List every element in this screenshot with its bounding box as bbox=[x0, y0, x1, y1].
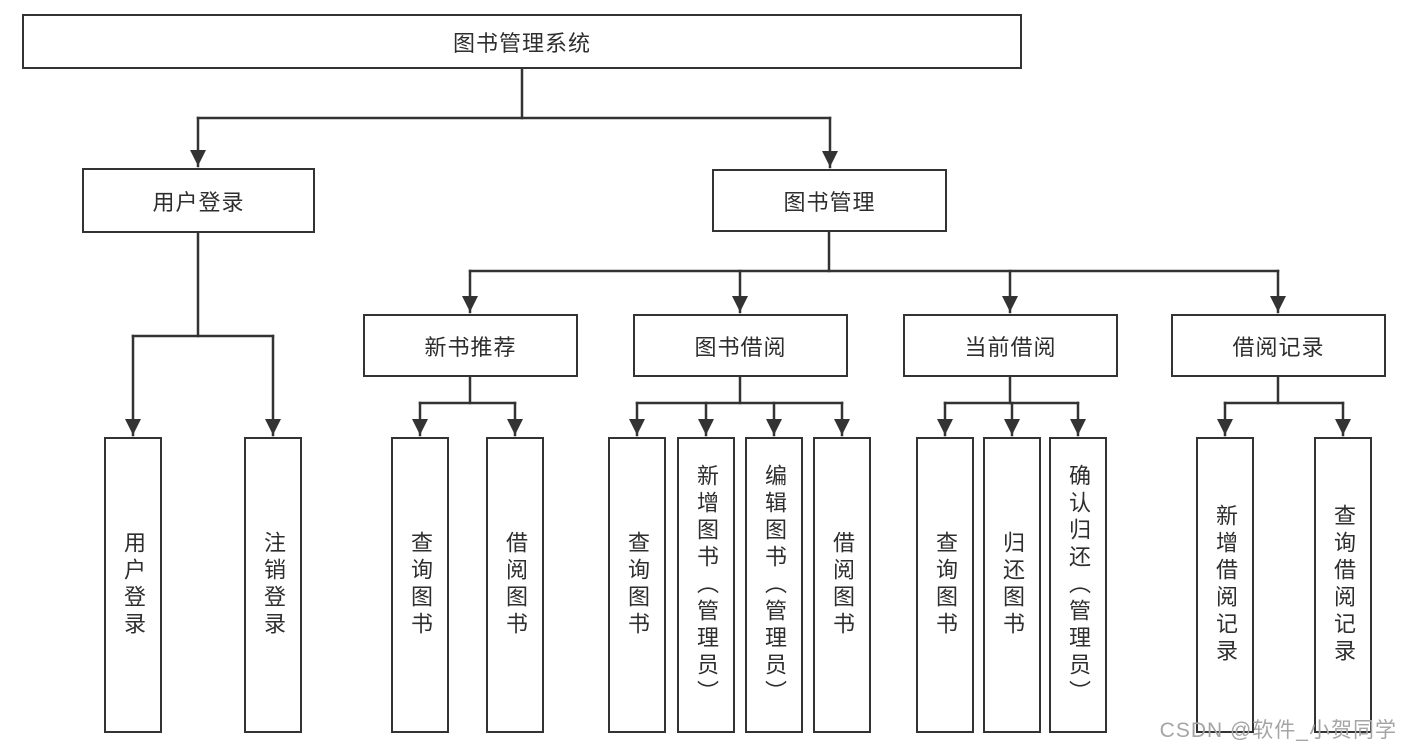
node-borrow-records-label: 借阅记录 bbox=[1232, 334, 1325, 360]
leaf-borrow-books-recommend-label: 借阅图书 bbox=[503, 531, 528, 639]
node-root-label: 图书管理系统 bbox=[452, 30, 591, 56]
leaf-confirm-return-admin: 确认归还（管理员） bbox=[1049, 437, 1107, 733]
leaf-query-books-current-label: 查询图书 bbox=[933, 531, 958, 639]
leaf-query-books-recommend: 查询图书 bbox=[391, 437, 449, 733]
leaf-borrow-books-recommend: 借阅图书 bbox=[486, 437, 544, 733]
node-user-login: 用户登录 bbox=[82, 168, 315, 233]
node-book-management-label: 图书管理 bbox=[783, 189, 876, 215]
node-borrow-records: 借阅记录 bbox=[1171, 314, 1386, 377]
node-current-borrow-label: 当前借阅 bbox=[964, 334, 1057, 360]
node-book-management: 图书管理 bbox=[712, 169, 947, 232]
leaf-user-login: 用户登录 bbox=[104, 437, 162, 733]
leaf-edit-books-admin-label: 编辑图书（管理员） bbox=[762, 463, 787, 707]
node-book-borrow-label: 图书借阅 bbox=[694, 334, 787, 360]
leaf-confirm-return-admin-label: 确认归还（管理员） bbox=[1066, 463, 1091, 707]
leaf-logout: 注销登录 bbox=[244, 437, 302, 733]
node-user-login-label: 用户登录 bbox=[152, 189, 245, 215]
node-new-book-recommend: 新书推荐 bbox=[363, 314, 578, 377]
leaf-borrow-books: 借阅图书 bbox=[813, 437, 871, 733]
leaf-return-books-label: 归还图书 bbox=[1000, 531, 1025, 639]
leaf-edit-books-admin: 编辑图书（管理员） bbox=[745, 437, 803, 733]
leaf-user-login-label: 用户登录 bbox=[121, 531, 146, 639]
leaf-add-borrow-record-label: 新增借阅记录 bbox=[1213, 504, 1238, 666]
node-new-book-recommend-label: 新书推荐 bbox=[424, 334, 517, 360]
leaf-add-borrow-record: 新增借阅记录 bbox=[1196, 437, 1254, 733]
leaf-query-books-recommend-label: 查询图书 bbox=[408, 531, 433, 639]
leaf-query-borrow-record-label: 查询借阅记录 bbox=[1331, 504, 1356, 666]
leaf-borrow-books-label: 借阅图书 bbox=[830, 531, 855, 639]
node-root-library-management-system: 图书管理系统 bbox=[22, 14, 1022, 69]
leaf-query-borrow-record: 查询借阅记录 bbox=[1314, 437, 1372, 733]
node-book-borrow: 图书借阅 bbox=[633, 314, 848, 377]
leaf-query-books-borrow-label: 查询图书 bbox=[625, 531, 650, 639]
leaf-query-books-current: 查询图书 bbox=[916, 437, 974, 733]
node-current-borrow: 当前借阅 bbox=[903, 314, 1118, 377]
leaf-add-books-admin-label: 新增图书（管理员） bbox=[694, 463, 719, 707]
leaf-query-books-borrow: 查询图书 bbox=[608, 437, 666, 733]
leaf-logout-label: 注销登录 bbox=[261, 531, 286, 639]
csdn-watermark: CSDN @软件_小贺同学 bbox=[1159, 719, 1397, 742]
leaf-add-books-admin: 新增图书（管理员） bbox=[677, 437, 735, 733]
leaf-return-books: 归还图书 bbox=[983, 437, 1041, 733]
